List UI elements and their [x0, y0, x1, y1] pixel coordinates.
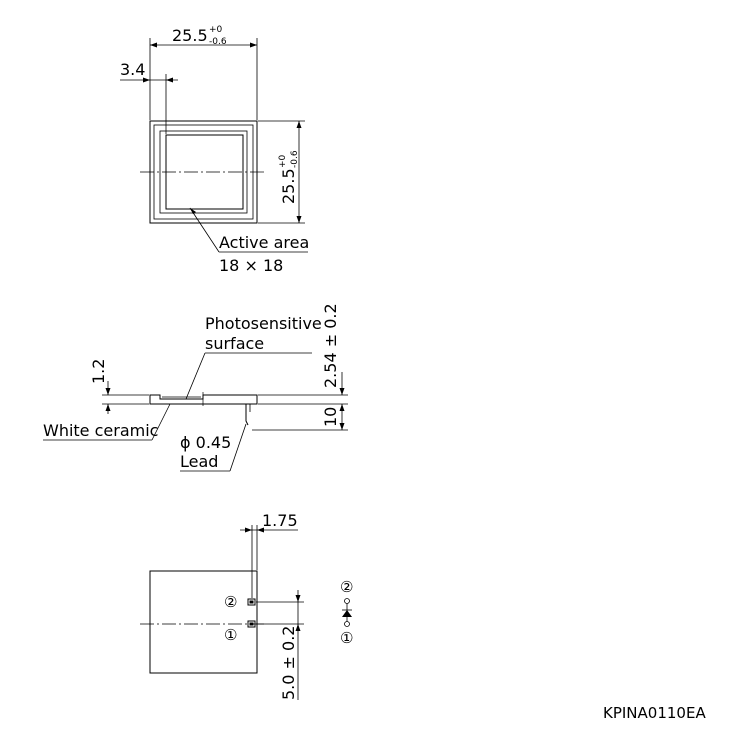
- symbol-diode-triangle: [342, 610, 352, 617]
- ceramic-label: White ceramic: [43, 421, 158, 440]
- photodiode-symbol: ② ①: [340, 578, 353, 647]
- arrow-head: [295, 624, 301, 631]
- arrow-head: [257, 527, 264, 533]
- symbol-pin-2-label: ②: [340, 578, 353, 596]
- arrow-head: [295, 595, 301, 602]
- leader-line: [229, 423, 247, 472]
- arrow-head: [105, 404, 111, 411]
- pin-1-fill: [249, 622, 254, 626]
- active-area-size: 18 × 18: [219, 256, 283, 275]
- height-tolerance-minus: -0.6: [290, 150, 300, 168]
- bottom-view: ② ① 1.75 5.0 ± 0.2 ② ①: [140, 511, 353, 700]
- leader-line: [151, 403, 171, 441]
- top-view: 25.5 +0 -0.6 3.4 25.5 +0 -0.6 Active are…: [120, 25, 309, 275]
- width-tolerance-minus: -0.6: [209, 37, 227, 47]
- arrow-head: [105, 388, 111, 395]
- package-bottom-outline: [149, 570, 258, 674]
- pin-1-label: ①: [224, 626, 237, 644]
- lead: [245, 404, 249, 426]
- arrow-head: [339, 388, 345, 395]
- pin-1: [247, 620, 256, 628]
- offset-dimension: 3.4: [120, 60, 145, 79]
- height-tolerance-plus: +0: [278, 154, 288, 168]
- drawing-code: KPINA0110EA: [603, 704, 706, 722]
- arrow-head: [250, 42, 257, 48]
- pin-2: [247, 598, 256, 606]
- lead-diameter: ϕ 0.45: [180, 433, 231, 452]
- arrow-head: [296, 121, 302, 128]
- width-tolerance-plus: +0: [209, 25, 223, 35]
- symbol-terminal-2: [344, 598, 350, 604]
- photosensitive-label-line2: surface: [205, 334, 264, 353]
- arrow-head: [190, 208, 196, 214]
- lead-label: Lead: [180, 452, 218, 471]
- pin-spacing-dimension: 5.0 ± 0.2: [279, 626, 298, 700]
- leader-line: [185, 352, 206, 400]
- symbol-pin-1-label: ①: [340, 629, 353, 647]
- pin-offset-dimension: 1.75: [262, 511, 298, 530]
- arrow-head: [143, 77, 150, 83]
- package-height-dimension: 2.54 ± 0.2: [321, 303, 340, 388]
- arrow-head: [166, 77, 173, 83]
- arrow-head: [150, 42, 157, 48]
- lead-length-dimension: 10: [321, 407, 340, 427]
- width-dimension: 25.5: [172, 26, 208, 45]
- symbol-terminal-1: [344, 621, 350, 627]
- arrow-head: [245, 527, 252, 533]
- leader-line: [189, 207, 220, 253]
- pin-2-label: ②: [224, 593, 237, 611]
- active-area-label: Active area: [219, 233, 309, 252]
- photosensitive-label-line1: Photosensitive: [205, 314, 322, 333]
- ceramic-package-side: [149, 394, 258, 405]
- height-dimension: 25.5: [279, 168, 298, 204]
- side-view: Photosensitive surface 2.54 ± 0.2 10 1.2…: [43, 303, 348, 472]
- arrow-head: [339, 423, 345, 430]
- thickness-dimension: 1.2: [89, 359, 108, 384]
- arrow-head: [296, 216, 302, 223]
- pin-2-fill: [249, 600, 254, 604]
